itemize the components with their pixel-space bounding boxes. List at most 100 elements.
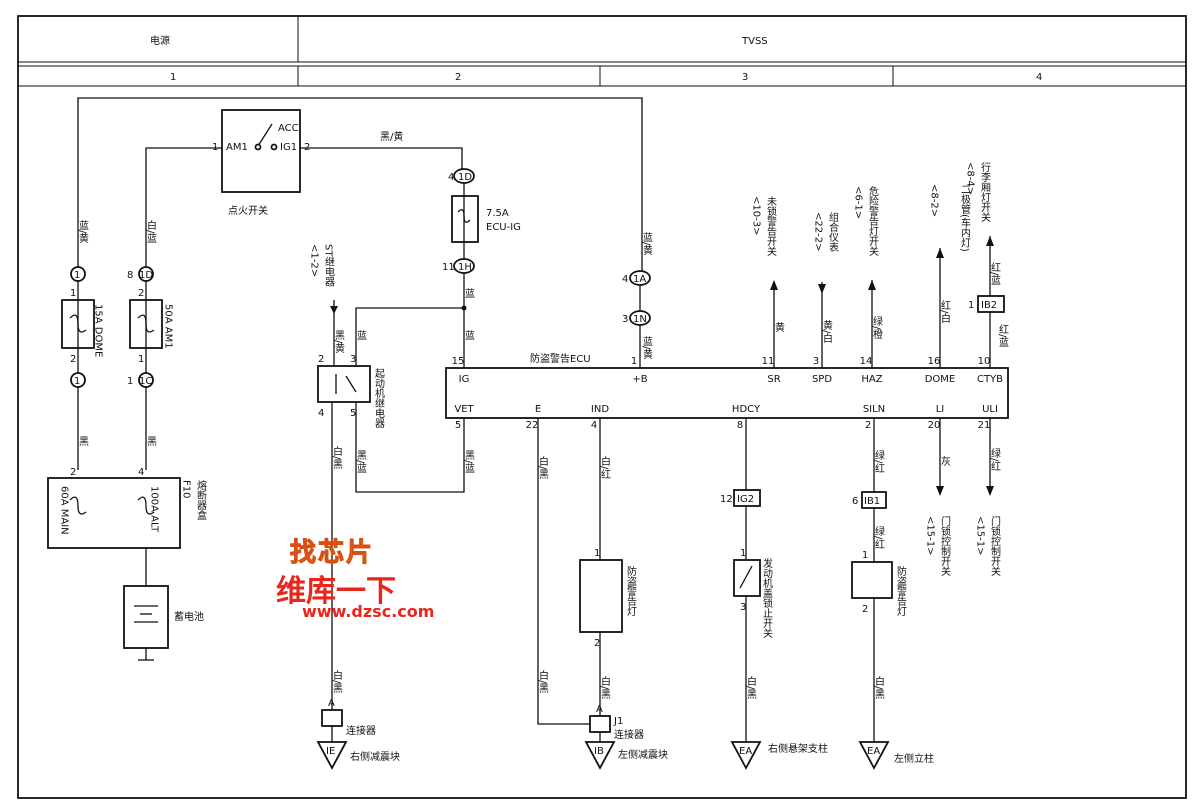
conn-j1 [589, 715, 611, 733]
ecu-top-pin-num-6: 10 [978, 356, 991, 367]
ecu-top-pin-name-1: +B [632, 374, 647, 385]
conn-1-bottom-label: 1 [74, 376, 80, 387]
col-2: 2 [455, 72, 461, 83]
hood-pin3: 3 [740, 602, 746, 613]
wire-white-blue: 白/蓝 [145, 219, 157, 244]
conn-ib1-label: IB1 [864, 496, 880, 507]
ground-ie-code: IE [326, 746, 335, 757]
ecu-top-pin-num-4: 14 [860, 356, 873, 367]
conn-ig2 [733, 489, 761, 507]
ground-ib [584, 741, 616, 770]
conn-a1-a: A [328, 698, 335, 709]
fuse-box-code: F10 [181, 480, 192, 498]
ecu-top-pin-name-2: SR [767, 374, 780, 385]
wire-red-blue-1: 红/蓝 [989, 261, 1001, 286]
ground-ea1 [730, 741, 762, 770]
bus-wire [77, 97, 643, 272]
haz-arrow [868, 280, 876, 290]
dest-dome: 二极管(车内灯) [959, 184, 971, 252]
lamp1-pin1: 1 [594, 548, 600, 559]
wire-blue-ig: 蓝 [463, 330, 475, 340]
conn-1c-label: 1C [139, 376, 152, 387]
relay-pin5: 5 [350, 408, 356, 419]
lamp2-pin1: 1 [862, 550, 868, 561]
wire-black-2: 黑 [145, 436, 157, 447]
ign-acc: ACC [278, 123, 299, 134]
fuse-main-label: 60A MAIN [59, 486, 70, 535]
wire-blue-yellow-b2: 蓝/黄 [641, 336, 653, 360]
dest-trunk: 行李厢灯开关 [979, 161, 991, 223]
ecu-bottom-pin-num-4: 2 [865, 420, 871, 431]
ecu-top-pin-num-2: 11 [762, 356, 775, 367]
dest-door2: 门锁控制开关 [989, 515, 1001, 577]
ground-ea2-label: 左侧立柱 [894, 752, 934, 765]
starter-relay-label: 起动机继电器 [373, 368, 385, 429]
dest-dome-ref: <8-2> [929, 184, 940, 217]
conn-j1-label: 连接器 [614, 728, 644, 741]
conn-1n-label: 1N [633, 314, 647, 325]
hood-pin1: 1 [740, 548, 746, 559]
wire-green-red-uli: 绿/红 [989, 447, 1001, 472]
conn-1a-label: 1A [633, 274, 646, 285]
st-relay-label: ST继电器 [323, 244, 335, 287]
wire-white-red: 白/红 [599, 455, 611, 480]
ig1-wire [300, 147, 463, 172]
relay-pin4: 4 [318, 408, 324, 419]
wire-black-blue-vet: 黑/蓝 [463, 450, 475, 474]
dest-door1: 门锁控制开关 [939, 515, 951, 577]
fuse-am1-pin1: 1 [138, 354, 144, 365]
fuse-ecu-name: ECU-IG [486, 222, 521, 233]
starter-relay [317, 365, 371, 403]
li-arrow [936, 486, 944, 496]
wire-green-red-b: 绿/红 [873, 525, 885, 550]
fuse-ecu-amp: 7.5A [486, 208, 509, 219]
ecu-bottom-pin-name-6: ULI [982, 404, 998, 415]
fuse-main-element [69, 496, 87, 515]
wire-red-blue-2: 红/蓝 [997, 323, 1009, 348]
wire-blue-yellow-left: 蓝/黄 [77, 220, 89, 244]
conn-1n-pin: 3 [622, 314, 628, 325]
fuse-dome-element [69, 314, 87, 333]
spd-arrow [818, 284, 826, 294]
ign-node-2 [270, 143, 278, 151]
conn-j1-a: A [596, 704, 603, 715]
ecu-bottom-pin-name-4: SILN [863, 404, 885, 415]
battery-label: 蓄电池 [174, 610, 204, 623]
fuse-dome-pin1: 1 [70, 288, 76, 299]
conn-a1 [321, 709, 343, 727]
relay-pin2: 2 [318, 354, 324, 365]
sr-arrow [770, 280, 778, 290]
ecu-top-pin-name-0: IG [459, 374, 470, 385]
conn-ig2-label: IG2 [737, 494, 754, 505]
conn-ig2-pin: 12 [720, 494, 733, 505]
dest-door1-ref: <15-1> [925, 516, 936, 555]
header-tvss: TVSS [741, 36, 768, 47]
ecu-bottom-pin-num-0: 5 [455, 420, 461, 431]
conn-1d-pin: 8 [127, 270, 133, 281]
alarm-lamp-1-label: 防盗警告灯 [625, 565, 637, 617]
ign-ig1: IG1 [280, 142, 297, 153]
conn-ig-top-pin: 4 [448, 172, 454, 183]
wire-white-black-e: 白/黑 [537, 455, 549, 480]
lamp1-pin2: 2 [594, 638, 600, 649]
ecu-top-pin-name-4: HAZ [861, 374, 882, 385]
wire-white-black-relay: 白/黑 [331, 445, 343, 470]
st-arrow [330, 306, 338, 314]
ecu-top-pin-name-3: SPD [812, 374, 832, 385]
dest-hazard: 危险警告灯开关 [867, 186, 879, 257]
ecu-bottom-pin-name-0: VET [454, 404, 474, 415]
conn-ib1-pin: 6 [852, 496, 858, 507]
col-3: 3 [742, 72, 748, 83]
col-1: 1 [170, 72, 176, 83]
ecu-top-pin-num-0: 15 [452, 356, 465, 367]
fuse-dome-label: 15A DOME [93, 304, 104, 357]
alarm-lamp-1 [579, 559, 623, 633]
ecu-bottom-pin-num-2: 4 [591, 420, 597, 431]
dest-door2-ref: <15-1> [975, 516, 986, 555]
ground-ie-label: 右侧减震块 [350, 750, 400, 763]
uli-arrow [986, 486, 994, 496]
ecu-bottom-pin-num-3: 8 [737, 420, 743, 431]
dest-trunk-ref: <8-4> [965, 162, 976, 195]
